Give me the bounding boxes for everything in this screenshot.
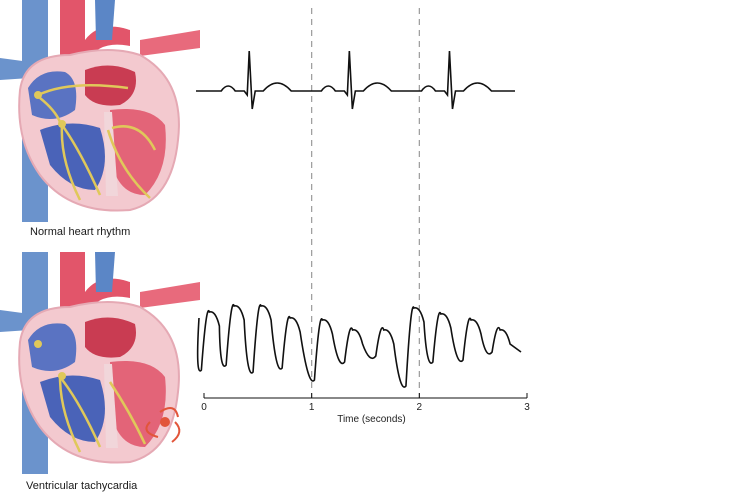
vt-ecg-trace xyxy=(196,303,522,388)
normal-ecg-trace xyxy=(196,50,515,110)
normal-heart-illustration xyxy=(0,0,200,222)
x-tick-label: 2 xyxy=(417,402,423,413)
x-tick-label: 3 xyxy=(524,402,530,413)
x-axis-ticks: 0 1 2 3 xyxy=(201,393,530,413)
vt-rhythm-label: Ventricular tachycardia xyxy=(26,480,138,492)
vt-heart-illustration xyxy=(0,252,200,474)
x-tick-label: 0 xyxy=(201,402,207,413)
x-tick-label: 1 xyxy=(309,402,315,413)
normal-rhythm-label: Normal heart rhythm xyxy=(30,226,131,238)
x-axis-title: Time (seconds) xyxy=(337,414,406,425)
reference-lines xyxy=(311,8,420,398)
